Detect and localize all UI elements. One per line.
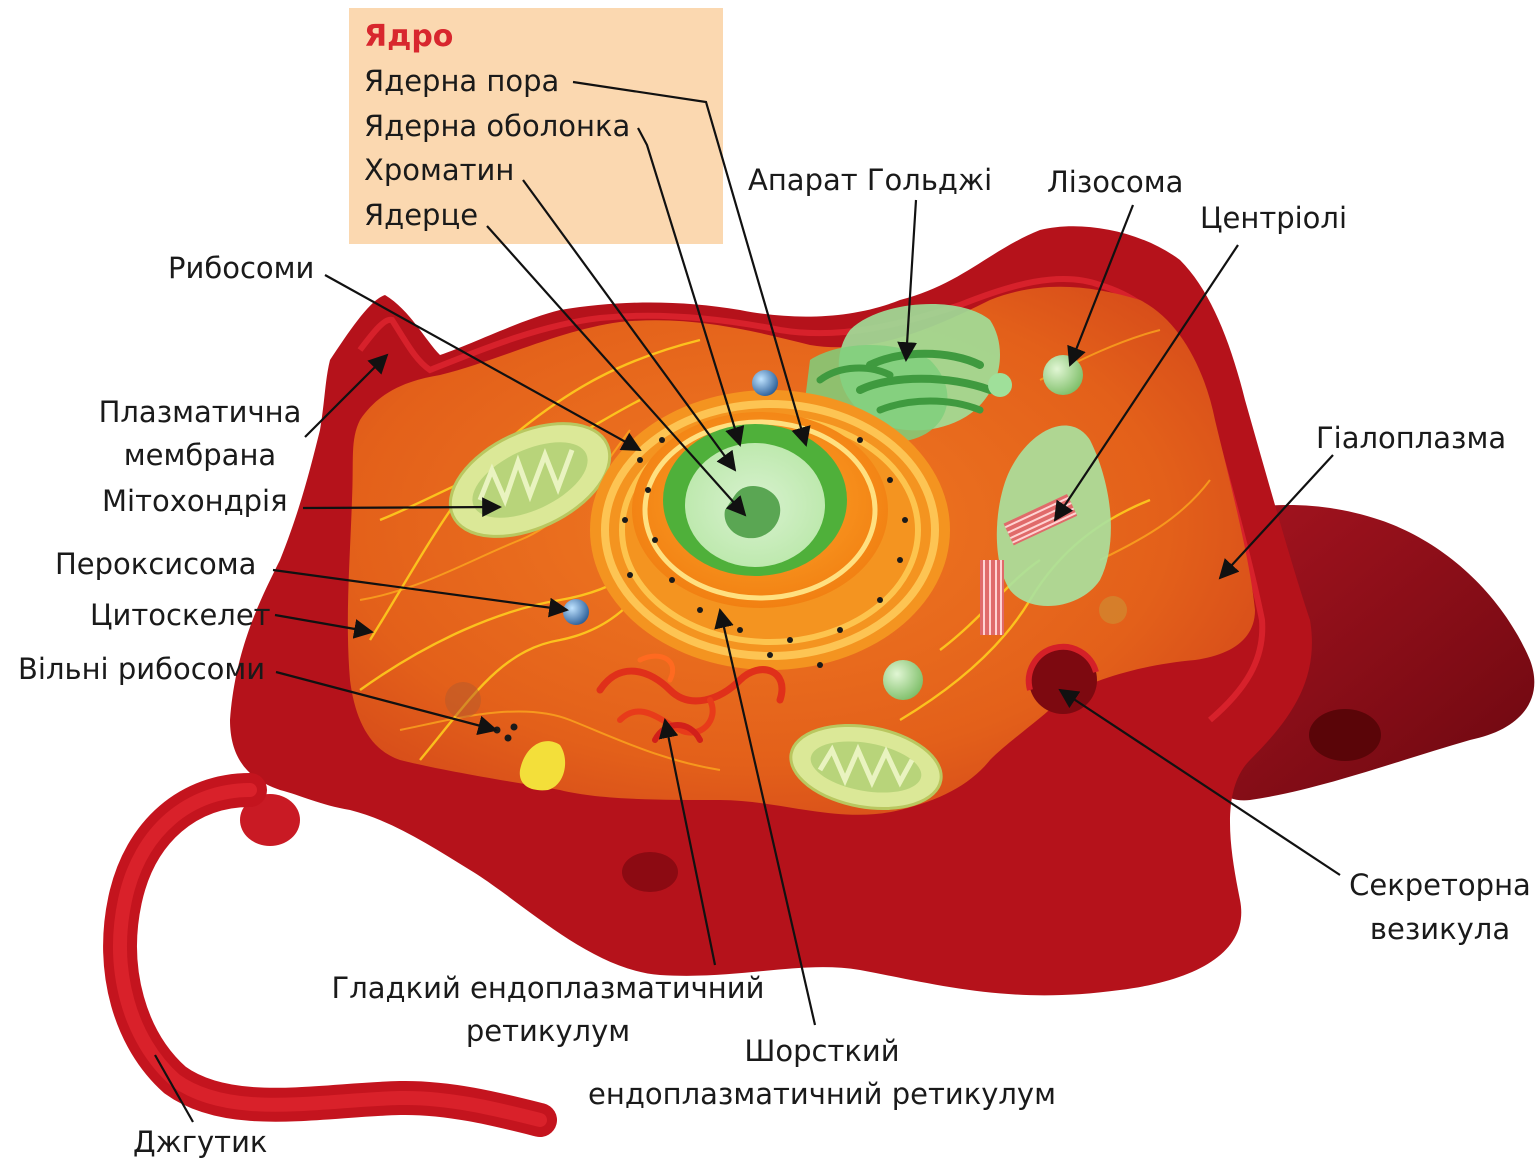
- label-cytoskeleton: Цитоскелет: [90, 598, 271, 632]
- vesicle-orange: [1099, 596, 1127, 624]
- label-chromatin: Хроматин: [364, 153, 514, 187]
- label-nucleolus: Ядерце: [364, 198, 478, 232]
- label-plasma-membrane-1: Плазматична: [99, 395, 302, 429]
- leader-mitochondrion: [303, 507, 500, 508]
- label-nuclear-pore: Ядерна пора: [364, 64, 559, 98]
- label-lysosome: Лізосома: [1047, 165, 1183, 199]
- label-nuclear-envelope: Ядерна оболонка: [364, 109, 630, 143]
- membrane-vesicle: [622, 852, 678, 892]
- vesicle-green: [883, 660, 923, 700]
- transport-vesicle: [752, 370, 778, 396]
- label-hyaloplasm: Гіалоплазма: [1316, 421, 1506, 455]
- right-lobe-vesicle: [1309, 709, 1381, 761]
- label-free-ribosomes: Вільні рибосоми: [18, 652, 265, 686]
- nucleus: [590, 390, 950, 670]
- label-mitochondrion: Мітохондрія: [102, 484, 288, 518]
- label-peroxisome: Пероксисома: [55, 547, 256, 581]
- label-golgi: Апарат Гольджі: [748, 163, 992, 197]
- label-rough-er-2: ендоплазматичний ретикулум: [588, 1077, 1056, 1111]
- label-secretory-vesicle-1: Секреторна: [1349, 868, 1531, 902]
- label-flagellum: Джгутик: [133, 1125, 267, 1159]
- label-ribosomes: Рибосоми: [168, 251, 314, 285]
- vesicle-brown: [445, 682, 481, 718]
- peroxisome: [563, 599, 589, 625]
- label-rough-er-1: Шорсткий: [744, 1034, 899, 1068]
- label-plasma-membrane-2: мембрана: [124, 438, 276, 472]
- nucleus-legend-title: Ядро: [364, 19, 453, 54]
- label-smooth-er-2: ретикулум: [466, 1014, 630, 1048]
- label-smooth-er-1: Гладкий ендоплазматичний: [332, 971, 765, 1005]
- label-centrioles: Центріолі: [1200, 201, 1347, 235]
- label-secretory-vesicle-2: везикула: [1370, 912, 1510, 946]
- lysosome: [1043, 355, 1083, 395]
